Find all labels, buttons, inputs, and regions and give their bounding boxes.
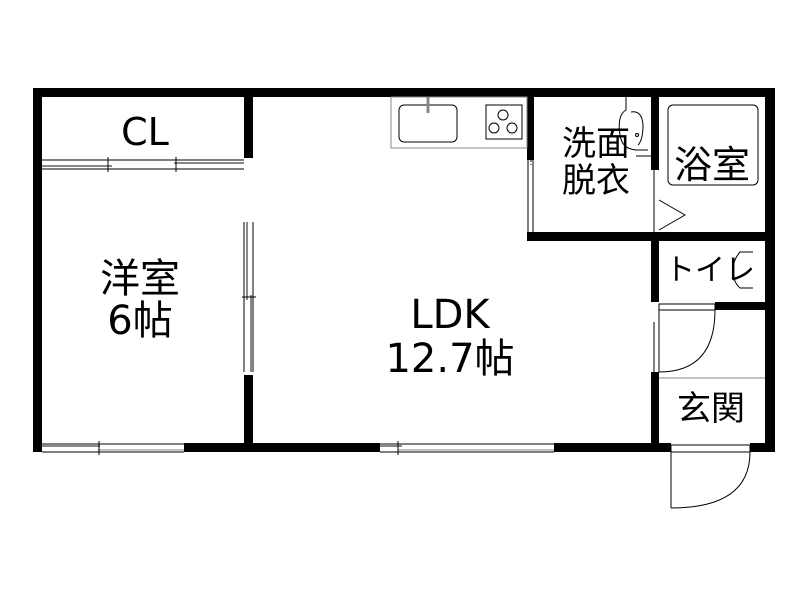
kitchen-counter [390,96,528,149]
room-label-western-room: 洋室 6帖 [80,258,200,342]
window-yoshitsu [42,441,184,455]
room-label-washroom: 洗面 脱衣 [548,126,644,199]
interior-sliding-door [242,222,256,372]
bath-door [653,170,687,232]
toilet-door [653,303,716,373]
senmen-sliding-door [527,108,534,232]
outer-walls [33,88,775,452]
entrance-door [670,444,751,509]
washroom-line1: 洗面 [562,124,630,164]
room-label-closet: CL [121,110,169,154]
bathtub [667,104,759,186]
room-label-entrance: 玄関 [677,389,745,429]
window-ldk [380,441,554,455]
room-label-bathroom: 浴室 [673,143,750,187]
closet-sliding-doors [42,157,244,172]
room-label-ldk: LDK 12.7帖 [355,293,545,381]
toilet-fixture [732,251,753,289]
ldk-name: LDK [410,292,490,338]
washbasin [618,97,651,157]
room-label-toilet: トイレ [665,253,755,288]
ldk-size: 12.7帖 [385,336,515,382]
washroom-line2: 脱衣 [562,160,630,201]
western-room-name: 洋室 [100,256,180,302]
western-room-size: 6帖 [107,298,173,344]
